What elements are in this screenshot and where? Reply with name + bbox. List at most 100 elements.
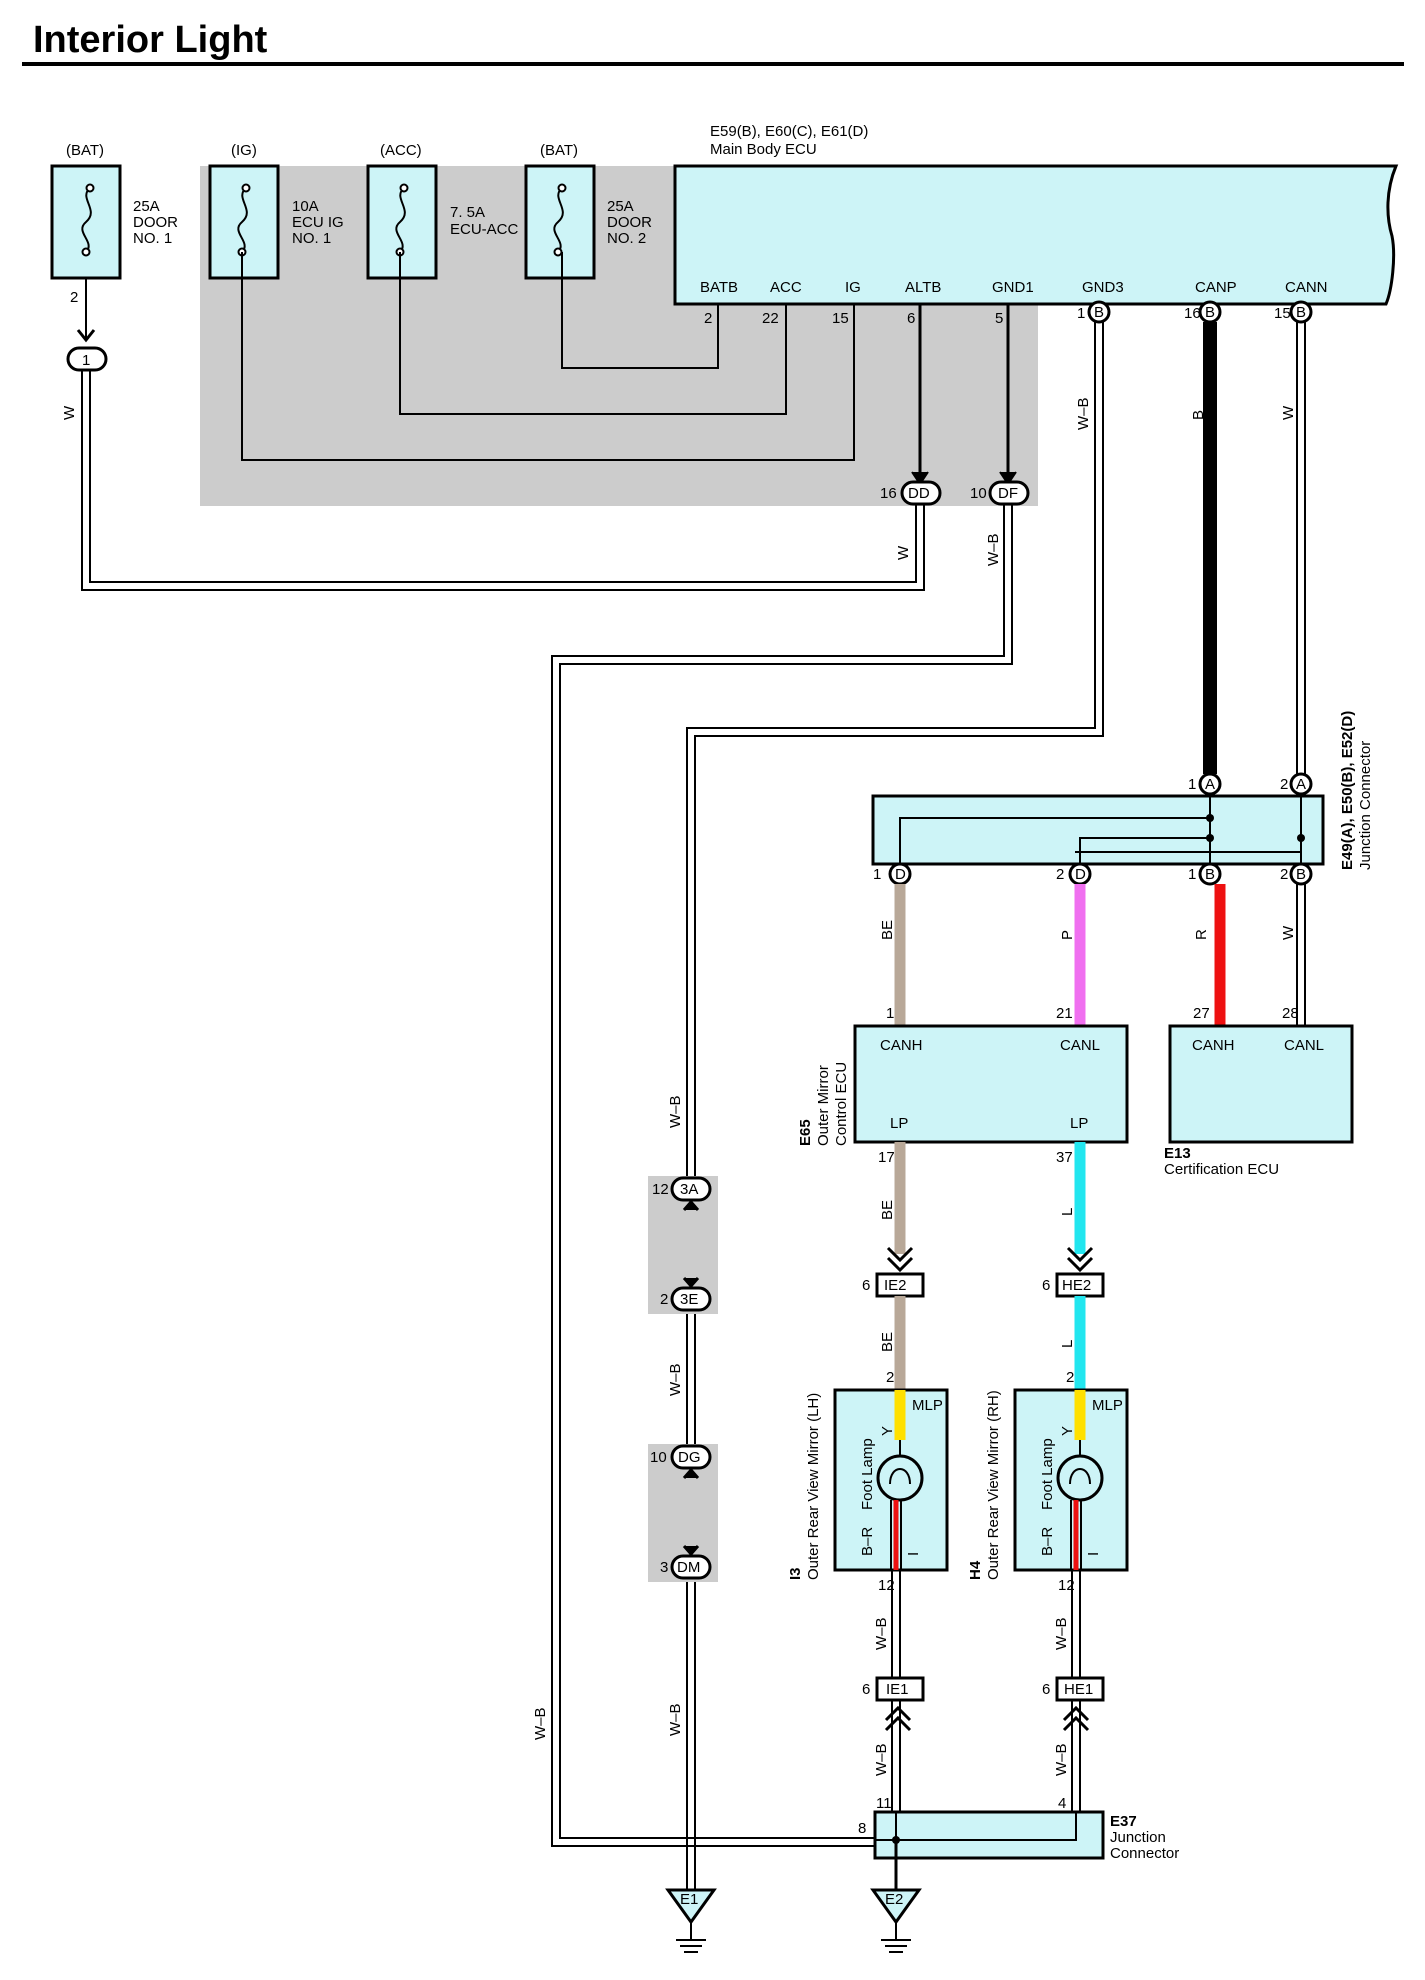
connector-letter: D (895, 866, 906, 883)
wire-color-label: W–B (985, 533, 1002, 566)
pin-number: 2 (1066, 1369, 1074, 1386)
pin-number: 21 (1056, 1005, 1073, 1022)
fuse-ecu-acc (366, 164, 438, 280)
pin-number: 12 (878, 1577, 895, 1594)
pin-number: 1 (873, 866, 881, 883)
ecu-name: Main Body ECU (710, 141, 817, 158)
fuse-rating: 7. 5A (450, 204, 485, 221)
wire-color-label: W–B (1075, 397, 1092, 430)
connector-b-cann (1289, 300, 1313, 324)
connector-id: HE1 (1064, 1681, 1093, 1698)
fuse-source: (BAT) (540, 142, 578, 159)
fuse-rating: 10A (292, 198, 319, 215)
terminal-label: CANL (1060, 1037, 1100, 1054)
terminal-label: IG (845, 279, 861, 296)
pin-number: 5 (995, 310, 1003, 327)
junction-id: E37 (1110, 1813, 1137, 1830)
connector-id: 3A (680, 1181, 698, 1198)
fuse-symbol (81, 187, 92, 253)
pin-number: 27 (1193, 1005, 1210, 1022)
ecu-pin-numbers: 2 22 15 6 5 1 16 15 (704, 305, 1291, 327)
pin-number: 2 (1280, 776, 1288, 793)
lamp-icon (876, 1454, 924, 1502)
pin-number: 6 (1042, 1277, 1050, 1294)
pin-number: 12 (1058, 1577, 1075, 1594)
pin-number: 6 (862, 1681, 870, 1698)
fuse-source: (IG) (231, 142, 257, 159)
wire-color-label: BE (879, 1332, 896, 1352)
connector-id: DD (908, 485, 930, 502)
pin-number: 37 (1056, 1149, 1073, 1166)
ecu-terminal-labels: BATB ACC IG ALTB GND1 GND3 CANP CANN (700, 279, 1328, 296)
pin-number: 12 (652, 1181, 669, 1198)
connector-df (988, 480, 1030, 506)
connector-letter: B (1205, 866, 1215, 883)
pin-number: 11 (876, 1795, 892, 1812)
wire-color-label: B (1190, 410, 1207, 420)
pin-number: 4 (1058, 1795, 1066, 1812)
fuse-rating: 25A (607, 198, 634, 215)
wire-color-label: W–B (667, 1703, 684, 1736)
wire-color-label: W–B (667, 1095, 684, 1128)
pin-number: 16 (1184, 305, 1201, 322)
main-body-ecu (673, 164, 1399, 306)
ecu-id: E13 (1164, 1145, 1191, 1162)
ecu-name: Control ECU (833, 1062, 850, 1146)
pin-a1 (1198, 772, 1222, 796)
lamp-icon (1056, 1454, 1104, 1502)
wire-color-label: W (1280, 925, 1297, 940)
fuse-number: NO. 1 (292, 230, 331, 247)
wire-color-label: I (1085, 1552, 1102, 1556)
pin-number: 10 (970, 485, 987, 502)
terminal-label: CANN (1285, 279, 1328, 296)
ecu-name: Certification ECU (1164, 1161, 1279, 1178)
ground-id: E1 (680, 1891, 698, 1908)
ecu-id: E65 (797, 1119, 814, 1146)
junction-name: Junction Connector (1357, 741, 1374, 870)
ground-e2 (870, 1888, 922, 1925)
connector-3e (670, 1286, 712, 1312)
fuse-number: NO. 2 (607, 230, 646, 247)
wire-color-label: P (1059, 930, 1076, 940)
ground-id: E2 (885, 1891, 903, 1908)
terminal-label: CANP (1195, 279, 1237, 296)
connector-id: HE2 (1062, 1277, 1091, 1294)
pin-number: 8 (858, 1820, 866, 1837)
wire-color-label: W–B (873, 1617, 890, 1650)
mirror-name: Outer Rear View Mirror (LH) (805, 1393, 822, 1580)
wire-color-label: Y (1059, 1426, 1076, 1436)
pin-a2 (1289, 772, 1313, 796)
pin-number: 6 (1042, 1681, 1050, 1698)
wire-color-label: Y (879, 1426, 896, 1436)
terminal-label: BATB (700, 279, 738, 296)
junction-id: E49(A), E50(B), E52(D) (1339, 711, 1356, 870)
junction-name: Junction (1110, 1829, 1166, 1846)
junction-connector-e37 (873, 1810, 1105, 1860)
terminal-label: CANH (880, 1037, 923, 1054)
wire-color-label: W (1280, 405, 1297, 420)
pin-number: 28 (1282, 1005, 1299, 1022)
wire-color-label: R (1193, 929, 1210, 940)
fuse-name: ECU-ACC (450, 221, 519, 238)
certification-ecu (1168, 1024, 1354, 1144)
wire-color-label: B–R (1039, 1527, 1056, 1556)
pin-number: 2 (660, 1291, 668, 1308)
connector-1 (66, 346, 108, 372)
connector-id: DM (677, 1559, 700, 1576)
connector-id: DF (998, 485, 1018, 502)
pin-number: 6 (862, 1277, 870, 1294)
pin-number: 2 (70, 289, 78, 306)
connector-id: IE2 (884, 1277, 907, 1294)
mirror-id: H4 (967, 1560, 984, 1580)
pin-number: 1 (886, 1005, 894, 1022)
fuse-number: NO. 1 (133, 230, 172, 247)
terminal-label: ACC (770, 279, 802, 296)
wire-color-label: W–B (873, 1743, 890, 1776)
lamp-label: Foot Lamp (1039, 1438, 1056, 1510)
mirror-name: Outer Rear View Mirror (RH) (985, 1390, 1002, 1580)
connector-b-gnd3 (1087, 300, 1111, 324)
mirror-id: I3 (787, 1567, 804, 1580)
junction-name: Connector (1110, 1845, 1179, 1862)
pin-number: 2 (704, 310, 712, 327)
